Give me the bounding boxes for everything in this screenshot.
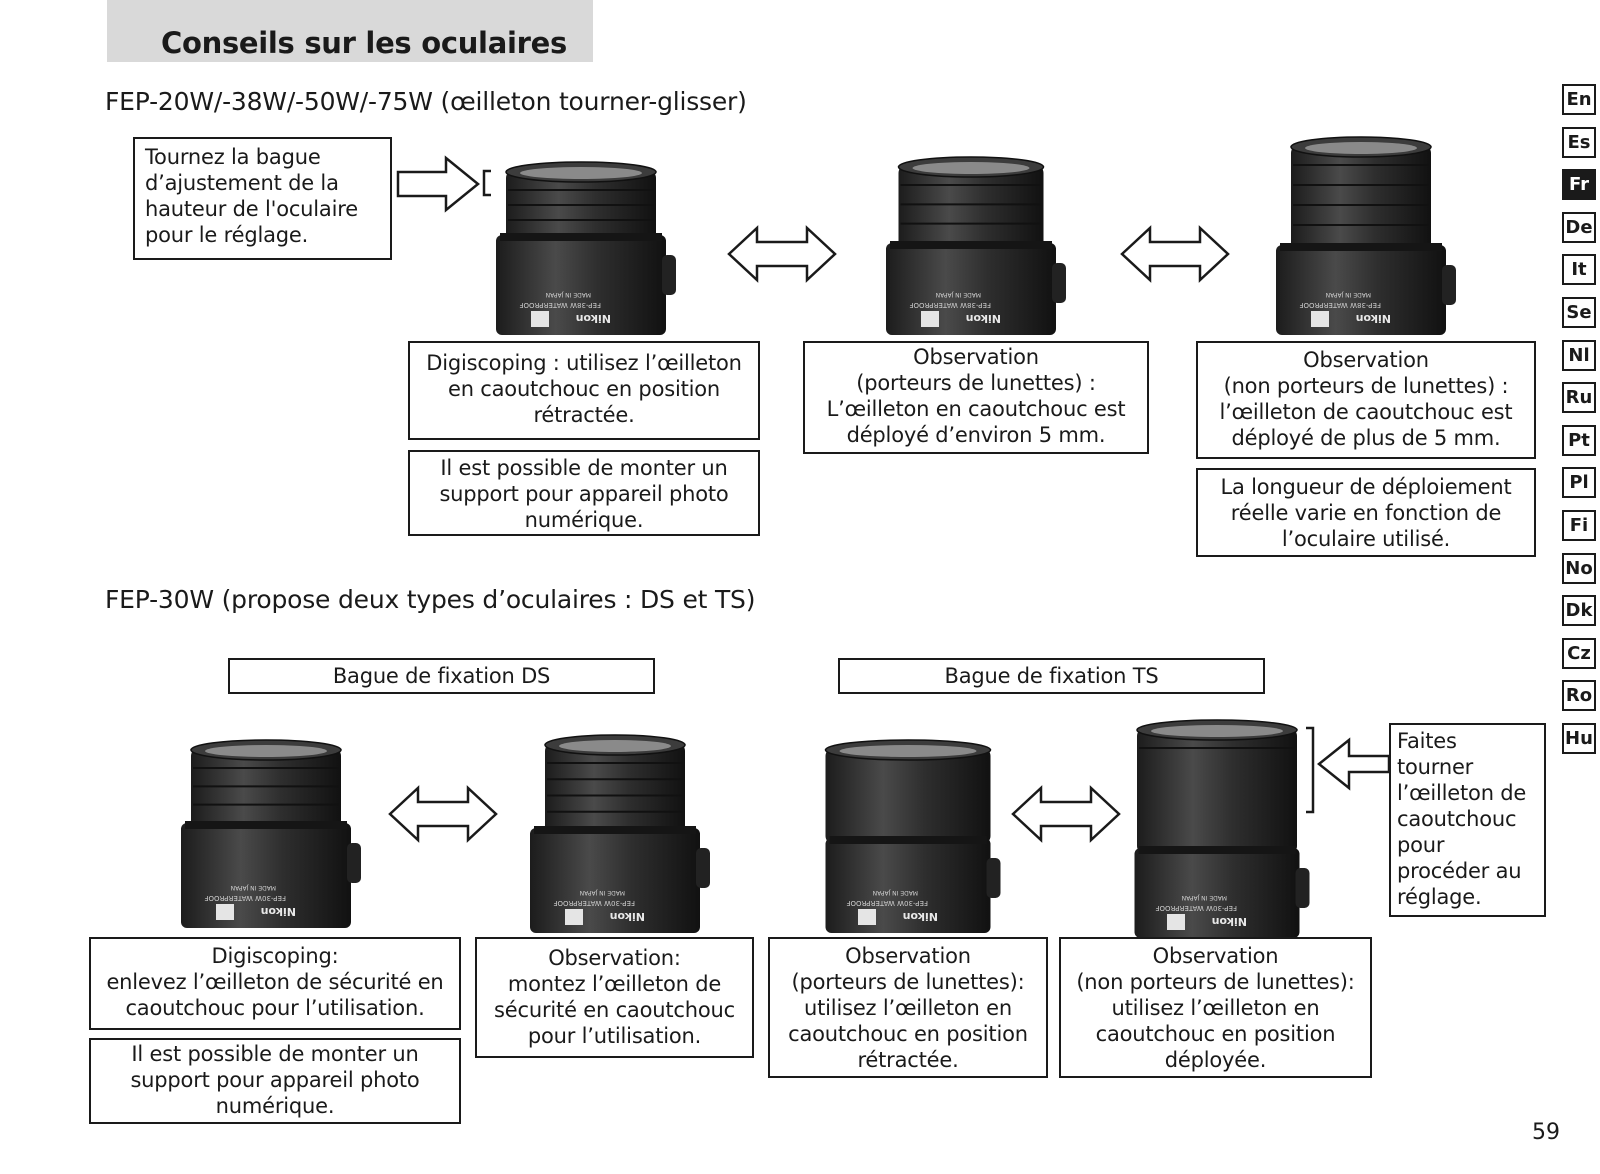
language-tab-en[interactable]: En [1562,84,1596,115]
svg-text:MADE IN JAPAN: MADE IN JAPAN [873,889,918,896]
svg-text:FEP-30W WATERPROOF: FEP-30W WATERPROOF [553,899,635,907]
section1-instruction-box: Tournez la bague d’ajustement de la haut… [133,137,392,260]
language-tab-it[interactable]: It [1562,254,1596,286]
svg-text:FEP-30W WATERPROOF: FEP-30W WATERPROOF [846,899,928,907]
caption-observation-no-glasses: Observation (non porteurs de lunettes) :… [1196,341,1536,459]
ring-label-ds: Bague de fixation DS [228,658,655,694]
svg-text:FEP-30W WATERPROOF: FEP-30W WATERPROOF [1155,904,1237,912]
language-tab-se[interactable]: Se [1562,297,1596,328]
language-tab-fi[interactable]: Fi [1562,510,1596,541]
eyepiece-image-ds-retracted: Nikon FEP-30W WATERPROOF MADE IN JAPAN [181,739,361,928]
caption-ts-observation-no-glasses: Observation (non porteurs de lunettes): … [1059,937,1372,1078]
caption-ds-digiscoping: Digiscoping: enlevez l’œilleton de sécur… [89,937,461,1030]
page-number: 59 [1532,1120,1560,1145]
section2-heading: FEP-30W (propose deux types d’oculaires … [105,585,756,614]
title-bar [107,0,593,62]
svg-text:MADE IN JAPAN: MADE IN JAPAN [546,291,591,298]
double-arrow-icon [1011,785,1121,843]
caption-observation-glasses: Observation (porteurs de lunettes) : L’œ… [803,341,1149,454]
note-extension-length: La longueur de déploiement réelle varie … [1196,468,1536,557]
language-tab-cz[interactable]: Cz [1562,637,1596,669]
double-arrow-icon [1120,225,1230,283]
ring-label-ts: Bague de fixation TS [838,658,1265,694]
svg-text:MADE IN JAPAN: MADE IN JAPAN [936,291,981,298]
svg-text:MADE IN JAPAN: MADE IN JAPAN [231,884,276,891]
page-title: Conseils sur les oculaires [161,26,567,60]
language-tab-no[interactable]: No [1562,552,1596,584]
svg-text:Nikon: Nikon [610,910,645,923]
eyepiece-image-ds-mounted: Nikon FEP-30W WATERPROOF MADE IN JAPAN [530,734,710,933]
caption-digiscoping: Digiscoping : utilisez l’œilleton en cao… [408,341,760,440]
language-tab-pl[interactable]: Pl [1562,467,1596,499]
svg-text:MADE IN JAPAN: MADE IN JAPAN [580,889,625,896]
caption-ts-observation-glasses: Observation (porteurs de lunettes): util… [768,937,1048,1078]
svg-text:Nikon: Nikon [966,312,1001,325]
svg-text:MADE IN JAPAN: MADE IN JAPAN [1182,894,1227,901]
section2-instruction-box: Faites tourner l’œilleton de caoutchouc … [1389,723,1546,917]
language-tab-es[interactable]: Es [1562,126,1596,158]
language-tab-pt[interactable]: Pt [1562,424,1596,456]
svg-text:FEP-38W WATERPROOF: FEP-38W WATERPROOF [519,301,601,309]
language-tab-hu[interactable]: Hu [1562,723,1596,754]
svg-text:FEP-38W WATERPROOF: FEP-38W WATERPROOF [1299,301,1381,309]
svg-text:MADE IN JAPAN: MADE IN JAPAN [1326,291,1371,298]
language-tab-de[interactable]: De [1562,211,1596,243]
language-tab-fr[interactable]: Fr [1562,169,1596,201]
svg-text:Nikon: Nikon [576,312,611,325]
eyepiece-image-extended: Nikon FEP-38W WATERPROOF MADE IN JAPAN [1276,136,1456,335]
double-arrow-icon [388,785,498,843]
svg-text:FEP-30W WATERPROOF: FEP-30W WATERPROOF [204,894,286,902]
svg-text:Nikon: Nikon [1356,312,1391,325]
note-camera-mount: Il est possible de monter un support pou… [408,450,760,536]
svg-text:Nikon: Nikon [261,905,296,918]
svg-text:Nikon: Nikon [1212,915,1247,928]
language-tab-nl[interactable]: Nl [1562,339,1596,371]
language-tab-dk[interactable]: Dk [1562,595,1596,627]
eyepiece-image-mid: Nikon FEP-38W WATERPROOF MADE IN JAPAN [886,156,1066,335]
pointer-arrow-icon [396,155,491,213]
section1-heading: FEP-20W/-38W/-50W/-75W (œilleton tourner… [105,87,747,116]
language-tab-ro[interactable]: Ro [1562,680,1596,712]
svg-text:Nikon: Nikon [903,910,938,923]
language-tab-ru[interactable]: Ru [1562,382,1596,414]
note-ds-camera-mount: Il est possible de monter un support pou… [89,1038,461,1124]
double-arrow-icon [727,225,837,283]
svg-text:FEP-38W WATERPROOF: FEP-38W WATERPROOF [909,301,991,309]
eyepiece-image-ts-retracted: Nikon FEP-30W WATERPROOF MADE IN JAPAN [824,739,1001,933]
pointer-arrow-left-icon [1306,726,1391,814]
eyepiece-image-retracted: Nikon FEP-38W WATERPROOF MADE IN JAPAN [496,161,676,335]
caption-ds-observation: Observation: montez l’œilleton de sécuri… [475,937,754,1058]
eyepiece-image-ts-extended: Nikon FEP-30W WATERPROOF MADE IN JAPAN [1134,719,1310,938]
